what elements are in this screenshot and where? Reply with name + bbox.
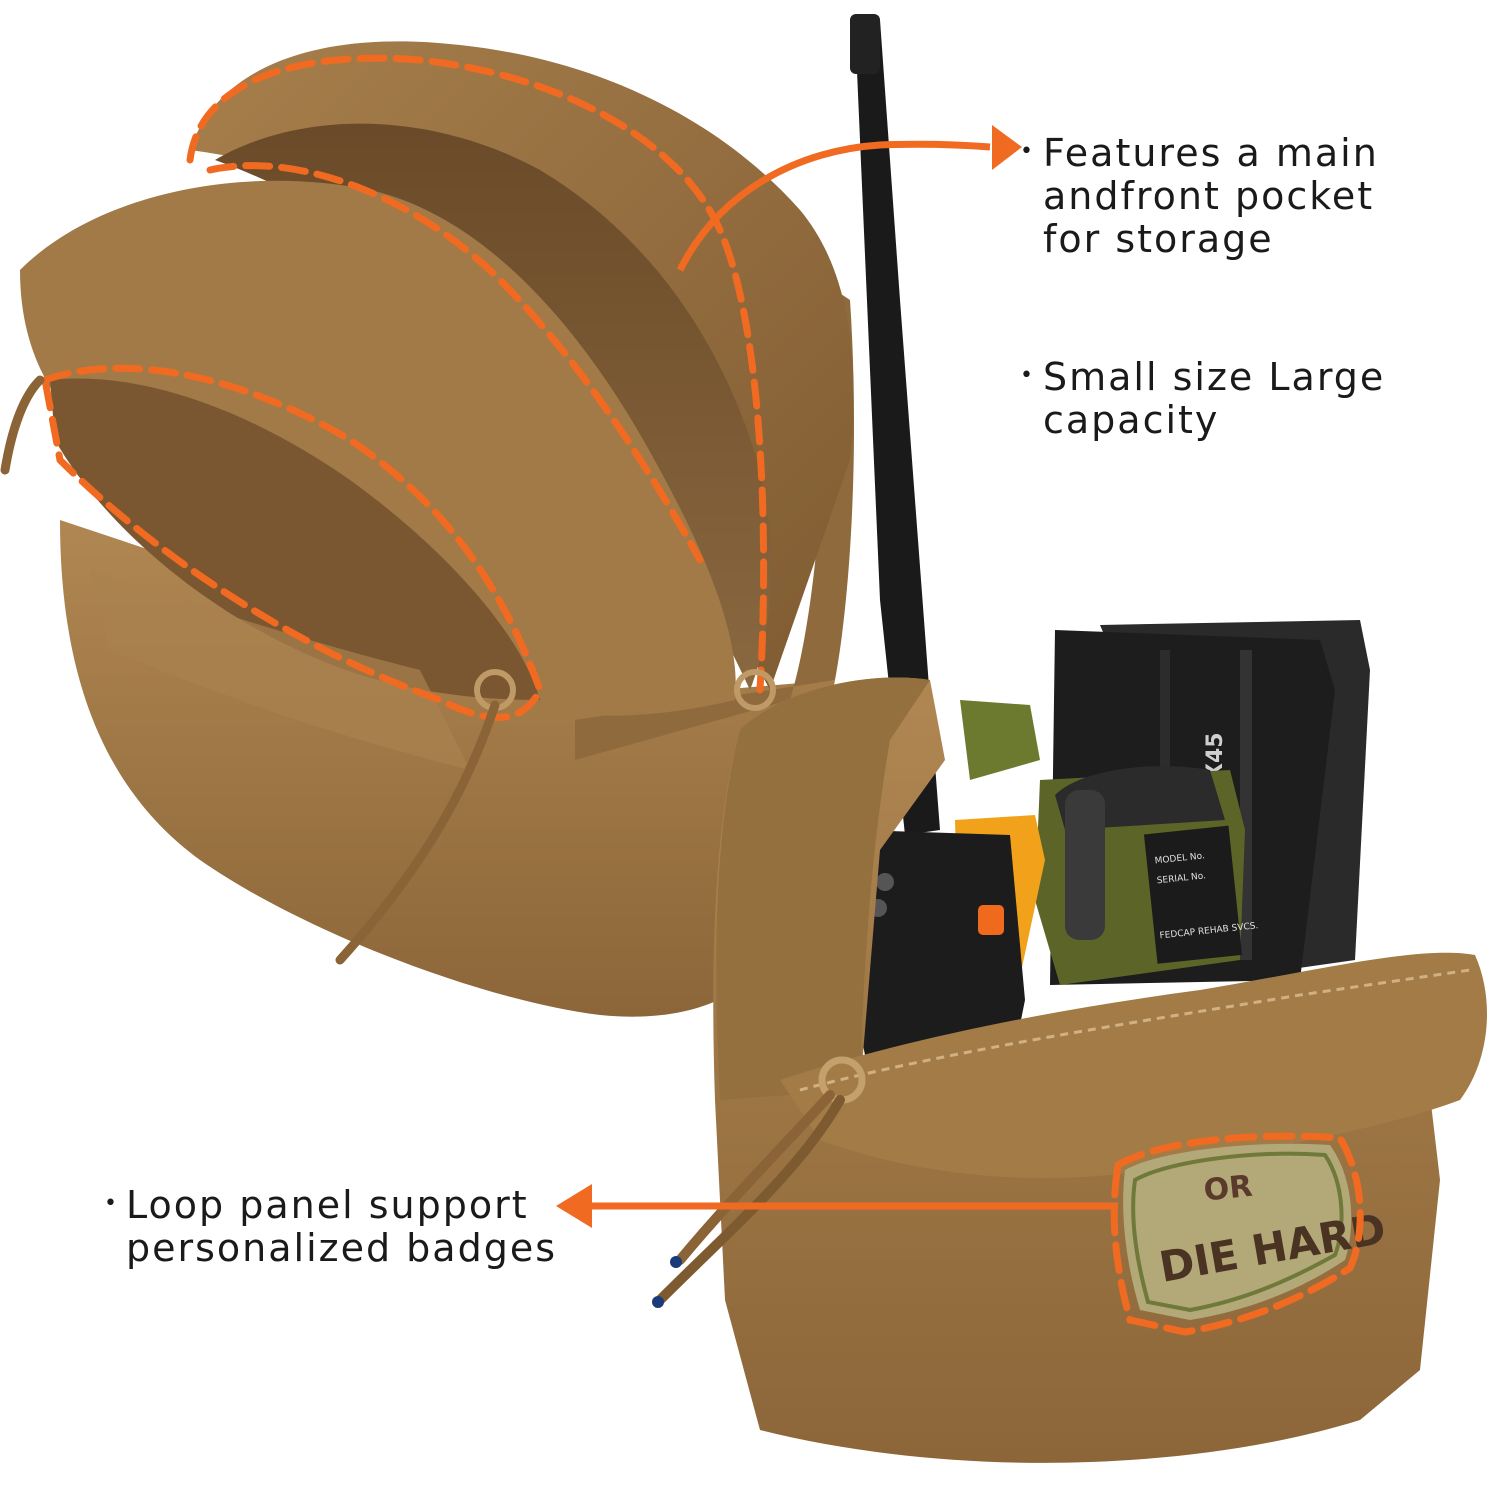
radio	[850, 14, 1025, 1080]
right-zipper-cord-1	[675, 1090, 835, 1265]
radio-body	[850, 830, 1025, 1080]
left-pouch-seam-dash-3	[41, 364, 544, 721]
callout-line: capacity	[1043, 398, 1220, 442]
callout-main-pocket: • Features a main andfront pocket for st…	[1020, 132, 1379, 261]
left-pouch	[0, 41, 855, 1017]
left-zipper-cord	[335, 700, 500, 965]
callout-line: for storage	[1043, 217, 1274, 261]
right-pouch: X45 MODEL No. SERIAL No. FEDCAP REHAB SV…	[652, 14, 1487, 1463]
left-pouch-seam-dash-1	[186, 54, 768, 694]
bullet: •	[1020, 139, 1035, 164]
arrow-main-pocket	[676, 140, 991, 272]
patch-dashed-outline	[1110, 1132, 1364, 1336]
right-zipper-cord-2	[655, 1095, 845, 1305]
left-side-cord	[0, 375, 45, 475]
callout-loop-panel: • Loop panel support personalized badges	[104, 1184, 557, 1270]
callout-line: Features a main	[1043, 131, 1379, 175]
callout-line: andfront pocket	[1043, 174, 1375, 218]
right-pouch-front-flap	[780, 952, 1487, 1179]
left-zipper-ring-2	[734, 669, 776, 711]
radio-antenna	[855, 20, 940, 835]
left-pouch-loop-panel	[90, 570, 470, 770]
callout-line: Loop panel support	[126, 1183, 529, 1227]
left-pouch-interior	[215, 123, 771, 690]
left-pouch-front-pocket	[50, 378, 540, 700]
bullet: •	[1020, 363, 1035, 388]
callout-line: personalized badges	[126, 1226, 558, 1270]
arrow-loop-panel-head	[556, 1184, 592, 1228]
callout-capacity: • Small size Large capacity	[1020, 356, 1385, 442]
left-pouch-front-flap	[20, 180, 736, 716]
patch-line-1: OR	[1202, 1169, 1254, 1209]
arrow-main-pocket-head	[992, 125, 1022, 170]
right-pouch-side	[716, 677, 930, 1100]
olive-device: MODEL No. SERIAL No. FEDCAP REHAB SVCS.	[960, 700, 1259, 985]
left-pouch-seam-dash-2	[206, 162, 704, 564]
bullet: •	[104, 1191, 119, 1216]
callout-line: Small size Large	[1043, 355, 1386, 399]
